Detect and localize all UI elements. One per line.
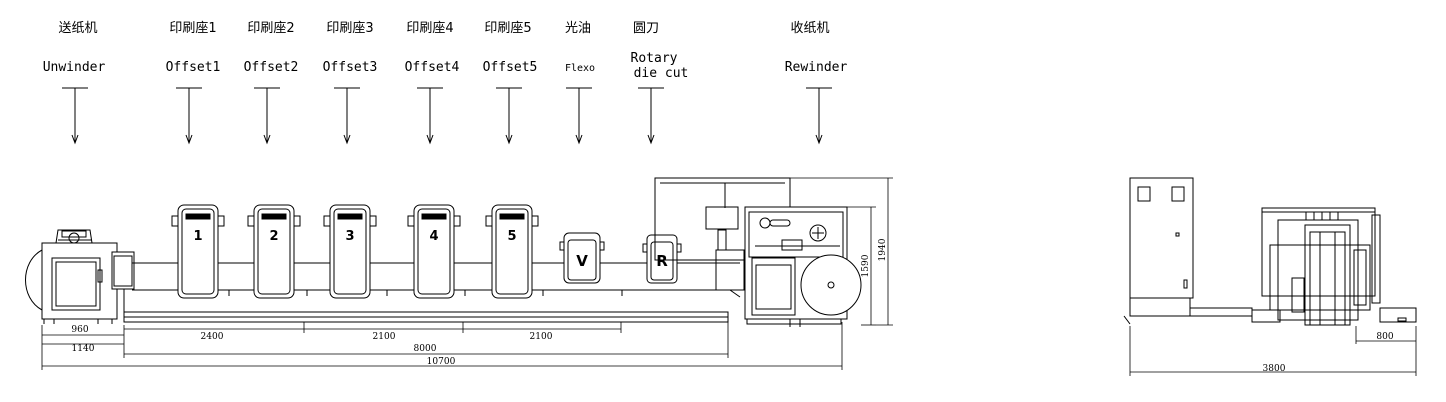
arrow-unwinder bbox=[62, 88, 88, 143]
rewinder-en-label: Rewinder bbox=[785, 60, 848, 75]
offset3-cn-label: 印刷座3 bbox=[326, 21, 373, 36]
offset2-cn-label: 印刷座2 bbox=[247, 21, 294, 36]
side-dimension-lines bbox=[42, 178, 893, 370]
offset4-unit-number: 4 bbox=[429, 229, 438, 244]
end-elevation bbox=[1124, 178, 1416, 325]
arrow-offset5 bbox=[496, 88, 522, 143]
offset1-cn-label: 印刷座1 bbox=[169, 21, 216, 36]
offset5-unit-number: 5 bbox=[507, 229, 516, 244]
unwinder-unit bbox=[26, 230, 135, 324]
flexo-unit bbox=[560, 233, 604, 283]
rotary-unit-glyph: R bbox=[656, 252, 668, 270]
arrow-offset4 bbox=[417, 88, 443, 143]
offset1-en-label: Offset1 bbox=[166, 60, 221, 75]
unwinder-en-label: Unwinder bbox=[43, 60, 106, 75]
offset4-cn-label: 印刷座4 bbox=[406, 21, 453, 36]
end-dimension-lines bbox=[1130, 326, 1416, 376]
offset-unit-4 bbox=[408, 205, 460, 298]
side-elevation bbox=[26, 178, 862, 327]
dim-960: 960 bbox=[71, 325, 88, 335]
rotary-cn-label: 圆刀 bbox=[633, 21, 659, 36]
station-labels: 送纸机 Unwinder 印刷座1 Offset1 印刷座2 Offset2 印… bbox=[43, 21, 848, 81]
rotary-en-label-line2: die cut bbox=[634, 66, 689, 81]
dim-1940: 1940 bbox=[878, 238, 888, 261]
dim-2400: 2400 bbox=[201, 332, 224, 342]
end-dimension-values: 3800 800 bbox=[1263, 332, 1394, 374]
rewinder-unit bbox=[655, 178, 861, 327]
dim-10700: 10700 bbox=[427, 357, 456, 367]
arrow-rewinder bbox=[806, 88, 832, 143]
side-dimension-values: 960 1140 2400 2100 2100 8000 10700 1590 … bbox=[71, 238, 888, 367]
dim-2100-second: 2100 bbox=[530, 332, 553, 342]
rotary-en-label-line1: Rotary bbox=[631, 51, 678, 66]
arrow-offset3 bbox=[334, 88, 360, 143]
unwinder-cn-label: 送纸机 bbox=[58, 21, 97, 36]
arrow-flexo bbox=[566, 88, 592, 143]
web-support-ticks bbox=[229, 290, 622, 296]
rewinder-cn-label: 收纸机 bbox=[790, 21, 829, 36]
unit-face-labels: 1 2 3 4 5 V R bbox=[193, 229, 668, 270]
flexo-unit-glyph: V bbox=[576, 252, 588, 270]
dim-8000: 8000 bbox=[414, 344, 437, 354]
offset4-en-label: Offset4 bbox=[405, 60, 460, 75]
arrow-rotary bbox=[638, 88, 664, 143]
dim-800: 800 bbox=[1376, 332, 1393, 342]
end-machine-body bbox=[1262, 208, 1380, 325]
arrow-offset1 bbox=[176, 88, 202, 143]
dim-1140: 1140 bbox=[72, 344, 95, 354]
offset2-en-label: Offset2 bbox=[244, 60, 299, 75]
offset-unit-3 bbox=[324, 205, 376, 298]
end-base-frame bbox=[1124, 298, 1416, 324]
offset-unit-2 bbox=[248, 205, 300, 298]
offset-unit-5 bbox=[486, 205, 538, 298]
offset3-en-label: Offset3 bbox=[323, 60, 378, 75]
electrical-cabinet bbox=[1130, 178, 1193, 298]
arrow-offset2 bbox=[254, 88, 280, 143]
station-arrows bbox=[62, 88, 832, 143]
offset5-cn-label: 印刷座5 bbox=[484, 21, 531, 36]
flexo-en-label: Flexo bbox=[565, 63, 595, 74]
offset5-en-label: Offset5 bbox=[483, 60, 538, 75]
offset-unit-1 bbox=[172, 205, 224, 298]
dim-2100-first: 2100 bbox=[373, 332, 396, 342]
dim-1590: 1590 bbox=[861, 254, 871, 277]
flexo-cn-label: 光油 bbox=[565, 21, 591, 36]
offset1-unit-number: 1 bbox=[193, 229, 202, 244]
offset2-unit-number: 2 bbox=[269, 229, 278, 244]
dim-3800: 3800 bbox=[1263, 364, 1286, 374]
offset3-unit-number: 3 bbox=[345, 229, 354, 244]
